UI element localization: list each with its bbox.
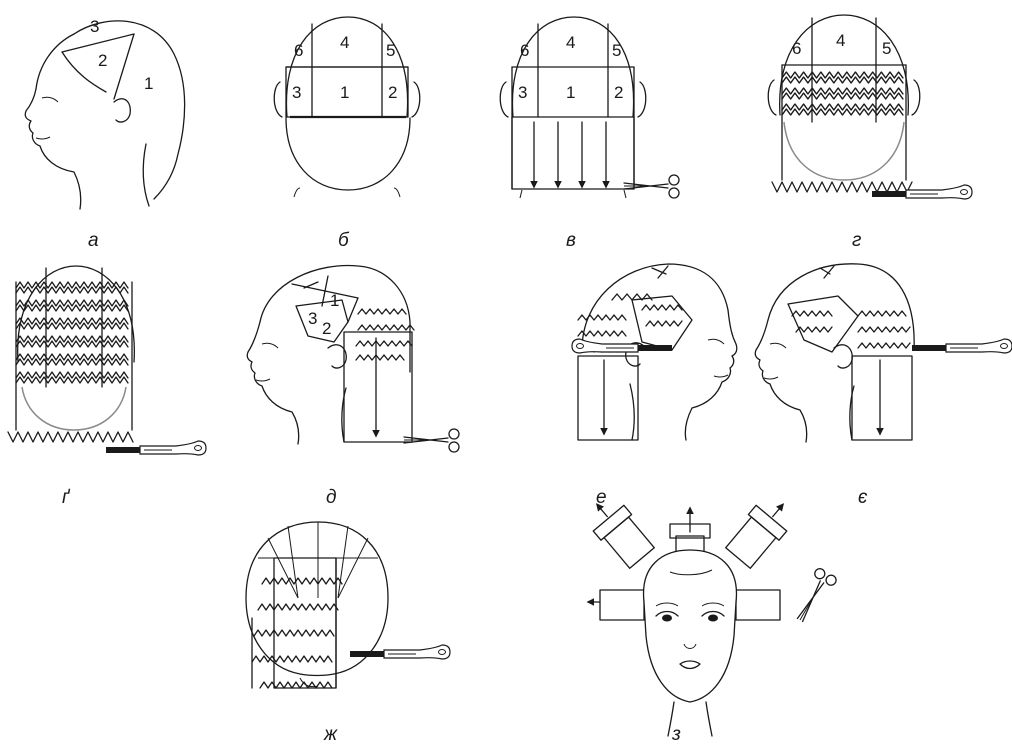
caption-a: а	[88, 230, 99, 251]
zone-label: 1	[144, 74, 153, 93]
figure-v: 6 4 5 3 1 2	[500, 17, 646, 198]
figure-d: 3 1 2	[247, 265, 414, 444]
razor-icon	[106, 441, 206, 455]
razor-icon	[350, 645, 450, 659]
zone-label: 4	[836, 31, 845, 50]
zone-label: 1	[340, 83, 349, 102]
scissors-icon	[624, 175, 679, 198]
razor-icon	[572, 339, 672, 353]
zone-label: 5	[386, 41, 395, 60]
figure-g2	[8, 266, 134, 442]
caption-v: в	[566, 230, 576, 251]
caption-d: д	[326, 487, 337, 508]
figure-z	[582, 492, 799, 736]
razor-icon	[912, 339, 1012, 353]
zone-label: 6	[520, 41, 529, 60]
zone-label: 4	[566, 33, 575, 52]
caption-zh: ж	[323, 724, 338, 745]
razor-icon	[872, 185, 972, 199]
figure-ye	[755, 264, 914, 442]
zone-label: 3	[308, 309, 317, 328]
zone-label: 2	[322, 319, 331, 338]
zone-label: 6	[294, 41, 303, 60]
figure-g: 6 4 5	[768, 15, 920, 192]
scissors-icon	[790, 567, 837, 626]
caption-g2: ґ	[62, 487, 71, 508]
zone-label: 3	[90, 17, 99, 36]
zone-label: 4	[340, 33, 349, 52]
zone-label: 5	[612, 41, 621, 60]
figure-b: 6 4 5 3 1 2	[274, 17, 420, 197]
zone-label: 3	[292, 83, 301, 102]
caption-ye: є	[858, 487, 868, 508]
zone-label: 1	[566, 83, 575, 102]
caption-b: б	[338, 230, 350, 251]
zone-label: 1	[330, 291, 339, 310]
figure-zh	[246, 522, 388, 688]
zone-label: 2	[614, 83, 623, 102]
zone-label: 3	[518, 83, 527, 102]
zone-label: 2	[98, 51, 107, 70]
zone-label: 2	[388, 83, 397, 102]
caption-g: г	[852, 230, 861, 251]
zone-label: 6	[792, 39, 801, 58]
caption-z: з	[671, 724, 681, 745]
figure-a: 3 2 1	[25, 17, 184, 209]
zone-label: 5	[882, 39, 891, 58]
